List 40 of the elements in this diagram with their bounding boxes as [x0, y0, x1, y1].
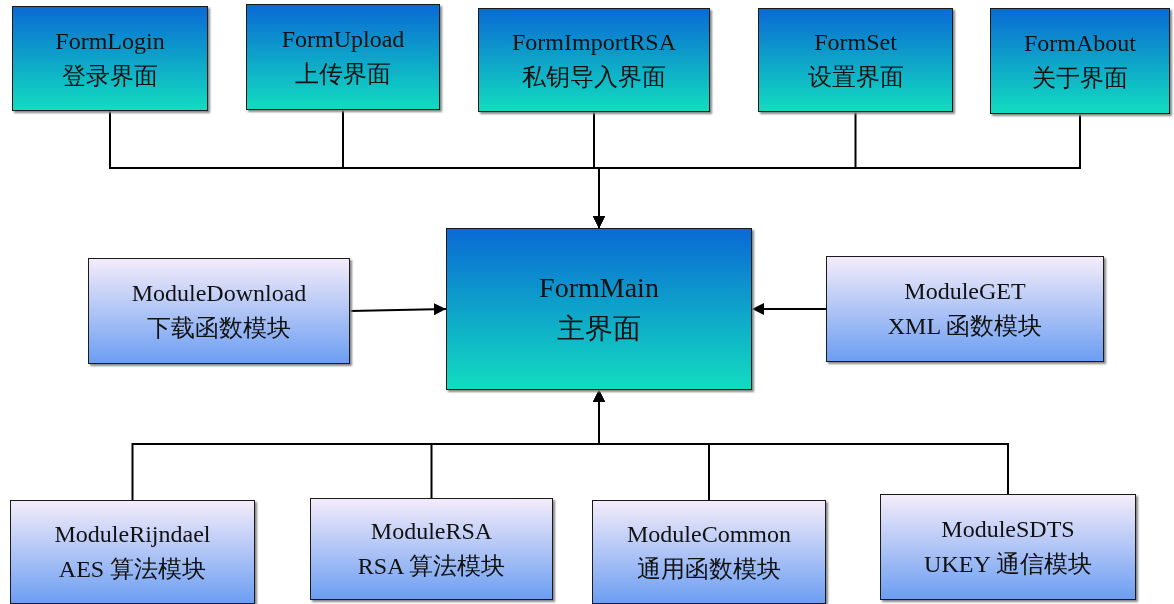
- module-description: 关于界面: [1032, 64, 1128, 93]
- module-box: [446, 228, 752, 390]
- module-description: UKEY 通信模块: [924, 550, 1092, 579]
- module-description: RSA 算法模块: [357, 552, 506, 581]
- module-box: [12, 6, 208, 111]
- module-description: AES 算法模块: [58, 555, 207, 584]
- module-name: FormLogin: [55, 26, 165, 56]
- arrow: [593, 113, 1081, 229]
- module-name: FormImportRSA: [512, 28, 676, 58]
- module-box: [990, 8, 1170, 114]
- module-name: ModuleSDTS: [941, 515, 1075, 545]
- module-description: 下载函数模块: [147, 314, 291, 343]
- module-name: FormUpload: [281, 25, 405, 55]
- module-box: [880, 494, 1136, 600]
- module-name: ModuleDownload: [131, 279, 307, 309]
- module-name: ModuleRSA: [370, 517, 493, 547]
- arrow: [349, 303, 447, 316]
- module-description: 私钥导入界面: [522, 63, 666, 92]
- module-name: FormAbout: [1024, 29, 1136, 59]
- arrow: [593, 389, 1009, 495]
- module-name: FormSet: [814, 28, 897, 58]
- module-box: [826, 256, 1104, 362]
- module-box: [758, 8, 953, 112]
- module-box: [478, 8, 710, 112]
- module-description: XML 函数模块: [887, 312, 1043, 341]
- module-box: [88, 258, 350, 364]
- module-name: ModuleCommon: [627, 520, 791, 550]
- module-description: 通用函数模块: [637, 555, 781, 584]
- module-name: FormMain: [539, 271, 659, 306]
- arrow: [751, 303, 827, 315]
- module-box: [246, 4, 440, 110]
- module-description: 登录界面: [62, 61, 158, 91]
- module-name: ModuleRijndael: [54, 520, 211, 550]
- module-description: 主界面: [557, 312, 641, 346]
- module-box: [592, 500, 826, 604]
- module-description: 上传界面: [295, 60, 391, 89]
- module-box: [10, 500, 255, 604]
- module-box: [310, 498, 553, 600]
- module-name: ModuleGET: [904, 277, 1026, 307]
- module-description: 设置界面: [807, 63, 904, 92]
